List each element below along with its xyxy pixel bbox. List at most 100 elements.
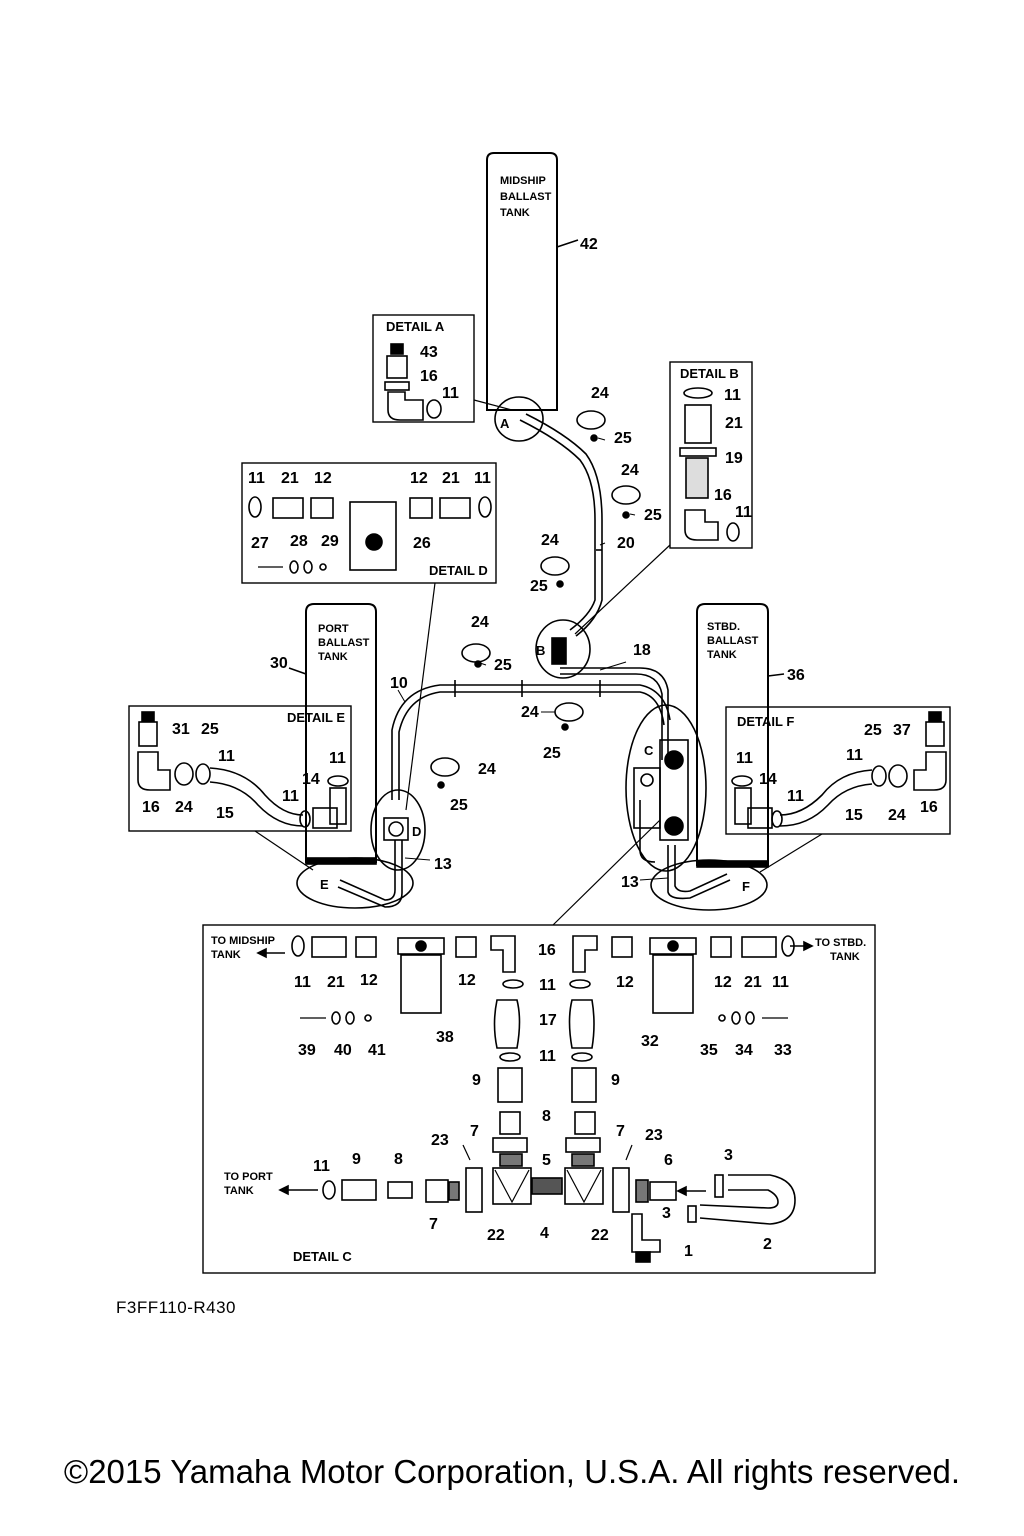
to-midship-label-2: TANK: [211, 949, 241, 961]
detail-c-callout-17: 17: [539, 1012, 557, 1029]
callout-25-a: 25: [614, 430, 632, 447]
port-tank-label-2: BALLAST: [318, 637, 370, 649]
detail-d-title: DETAIL D: [429, 563, 488, 578]
callout-36: 36: [787, 667, 805, 684]
detail-c-callout-9-a: 9: [472, 1072, 481, 1089]
detail-e-callout-15: 15: [216, 805, 234, 822]
detail-c-callout-11-d: 11: [539, 1048, 556, 1065]
detail-d-callout-27: 27: [251, 535, 269, 552]
detail-c-callout-39: 39: [298, 1042, 316, 1059]
detail-f-callout-11-a: 11: [846, 747, 863, 764]
stbd-tank-label-1: STBD.: [707, 621, 740, 633]
detail-c-callout-3-b: 3: [662, 1205, 671, 1222]
callout-24-e: 24: [521, 704, 539, 721]
stbd-ballast-tank: STBD. BALLAST TANK: [696, 603, 785, 868]
port-tank-label-1: PORT: [318, 623, 349, 635]
to-port-label-2: TANK: [224, 1185, 254, 1197]
midship-tank-label-1: MIDSHIP: [500, 175, 546, 187]
detail-c-callout-32: 32: [641, 1033, 659, 1050]
clamp-icons: [430, 410, 641, 789]
detail-b-box: DETAIL B 11 21 19 16 11: [574, 361, 753, 635]
detail-a-callout-43: 43: [420, 344, 438, 361]
detail-d-callout-12-b: 12: [410, 470, 428, 487]
detail-c-callout-23-b: 23: [645, 1127, 663, 1144]
detail-c-callout-7-c: 7: [429, 1216, 438, 1233]
midship-tank-label-2: BALLAST: [500, 191, 552, 203]
detail-c-callout-12-c: 12: [616, 974, 634, 991]
detail-c-callout-7-a: 7: [470, 1123, 479, 1140]
callout-circles: [296, 396, 768, 911]
detail-c-callout-22-b: 22: [591, 1227, 609, 1244]
detail-e-callout-11-a: 11: [218, 748, 235, 765]
detail-f-callout-16: 16: [920, 799, 938, 816]
marker-c: C: [644, 743, 654, 758]
detail-e-callout-24: 24: [175, 799, 193, 816]
detail-f-callout-15: 15: [845, 807, 863, 824]
callout-24-a: 24: [591, 385, 609, 402]
detail-f-callout-24: 24: [888, 807, 906, 824]
reference-code: F3FF110-R430: [116, 1298, 237, 1317]
detail-c-callout-23-a: 23: [431, 1132, 449, 1149]
detail-d-callout-21-b: 21: [442, 470, 460, 487]
detail-c-callout-4: 4: [540, 1225, 549, 1242]
detail-e-callout-11-c: 11: [282, 788, 299, 805]
detail-b-callout-19: 19: [725, 450, 743, 467]
hose-routing: [337, 413, 731, 908]
callout-13-a: 13: [434, 856, 452, 873]
detail-e-callout-31: 31: [172, 721, 190, 738]
detail-d-callout-11-a: 11: [248, 470, 265, 487]
detail-c-callout-11-a: 11: [294, 974, 311, 991]
detail-e-callout-11-b: 11: [329, 750, 346, 767]
stbd-tank-label-3: TANK: [707, 649, 737, 661]
detail-c-callout-7-b: 7: [616, 1123, 625, 1140]
copyright-notice: ©2015 Yamaha Motor Corporation, U.S.A. A…: [63, 1453, 961, 1490]
midship-ballast-tank: MIDSHIP BALLAST TANK: [486, 152, 579, 411]
detail-d-callout-21-a: 21: [281, 470, 299, 487]
detail-b-callout-11-a: 11: [724, 387, 741, 404]
callout-25-d: 25: [494, 657, 512, 674]
callout-25-b: 25: [644, 507, 662, 524]
detail-e-title: DETAIL E: [287, 710, 345, 725]
detail-d-callout-28: 28: [290, 533, 308, 550]
callout-24-c: 24: [541, 532, 559, 549]
detail-c-callout-21-b: 21: [744, 974, 762, 991]
detail-f-callout-37: 37: [893, 722, 911, 739]
callout-24-f: 24: [478, 761, 496, 778]
detail-c-callout-11-e: 11: [313, 1158, 330, 1175]
callout-30: 30: [270, 655, 288, 672]
midship-tank-label-3: TANK: [500, 207, 530, 219]
stbd-tank-label-2: BALLAST: [707, 635, 759, 647]
detail-c-callout-40: 40: [334, 1042, 352, 1059]
callout-20: 20: [617, 535, 635, 552]
detail-b-callout-11-b: 11: [735, 504, 752, 521]
detail-c-box: DETAIL C TO MIDSHIP TANK TO STBD. TANK T…: [202, 819, 876, 1274]
detail-c-callout-9-b: 9: [611, 1072, 620, 1089]
detail-c-callout-21-a: 21: [327, 974, 345, 991]
detail-c-callout-5: 5: [542, 1152, 551, 1169]
detail-e-callout-14: 14: [302, 771, 320, 788]
detail-b-callout-16: 16: [714, 487, 732, 504]
detail-f-title: DETAIL F: [737, 714, 794, 729]
detail-c-callout-3-a: 3: [724, 1147, 733, 1164]
detail-f-callout-25: 25: [864, 722, 882, 739]
to-midship-label-1: TO MIDSHIP: [211, 935, 275, 947]
detail-a-title: DETAIL A: [386, 319, 445, 334]
detail-c-callout-11-c: 11: [539, 977, 556, 994]
detail-c-callout-33: 33: [774, 1042, 792, 1059]
detail-c-callout-12-b: 12: [458, 972, 476, 989]
detail-d-box: DETAIL D 11 21 12 12 21 11 27 28 29 26: [241, 462, 497, 811]
to-stbd-label-2: TANK: [830, 951, 860, 963]
detail-d-callout-26: 26: [413, 535, 431, 552]
to-stbd-label-1: TO STBD.: [815, 937, 866, 949]
detail-c-callout-11-b: 11: [772, 974, 789, 991]
detail-c-callout-2: 2: [763, 1236, 772, 1253]
port-tank-label-3: TANK: [318, 651, 348, 663]
detail-c-callout-1: 1: [684, 1243, 693, 1260]
detail-c-callout-34: 34: [735, 1042, 753, 1059]
detail-f-callout-11-b: 11: [736, 750, 753, 767]
detail-c-callout-12-a: 12: [360, 972, 378, 989]
detail-c-callout-41: 41: [368, 1042, 386, 1059]
detail-f-callout-14: 14: [759, 771, 777, 788]
callout-13-b: 13: [621, 874, 639, 891]
